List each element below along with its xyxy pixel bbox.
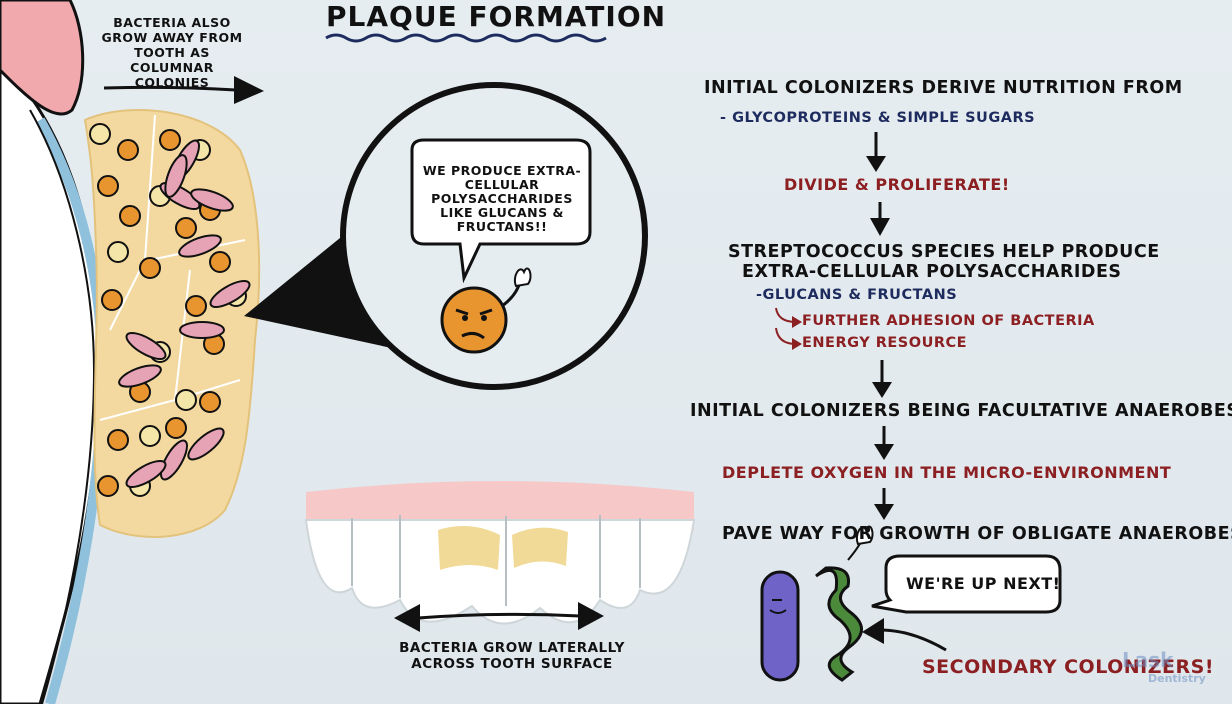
rod-bacterium (125, 332, 167, 360)
flow-step-3-line2: EXTRA-CELLULAR POLYSACCHARIDES (742, 262, 1122, 282)
coccus-bacterium (107, 241, 129, 263)
logo-text: Lask (1122, 648, 1174, 672)
coccus-bacterium (165, 417, 187, 439)
coccus-bacterium (209, 251, 231, 273)
secondary-arrow (879, 628, 947, 652)
coccus-bacterium (97, 475, 119, 497)
rod-bacterium (118, 364, 162, 388)
page-title: PLAQUE FORMATION (326, 0, 667, 33)
up-next-bubble (871, 554, 1062, 614)
flow-step-4: INITIAL COLONIZERS BEING FACULTATIVE ANA… (690, 401, 1232, 421)
plaque-bacteria (89, 123, 251, 497)
flow-step-1-sub: - GLYCOPROTEINS & SIMPLE SUGARS (720, 110, 1036, 126)
rod-bacterium (179, 321, 225, 339)
logo-subtext: Dentistry (1148, 672, 1206, 685)
coccus-bacterium (107, 429, 129, 451)
tooth-cross-section (0, 57, 108, 704)
flow-step-5: DEPLETE OXYGEN IN THE MICRO-ENVIRONMENT (722, 463, 1172, 482)
bacterium-character (440, 267, 532, 354)
secondary-colonizers (760, 525, 874, 682)
rod-bacterium (164, 154, 188, 198)
secondary-colonizers-label: SECONDARY COLONIZERS! (922, 656, 1214, 678)
coccus-bacterium (175, 389, 197, 411)
coccus-bacterium (185, 295, 207, 317)
flow-step-3-branch-2: ENERGY RESOURCE (802, 335, 968, 351)
flow-step-6: PAVE WAY FOR GROWTH OF OBLIGATE ANAEROBE… (722, 524, 1232, 544)
flow-step-1: INITIAL COLONIZERS DERIVE NUTRITION FROM (704, 78, 1183, 98)
up-next-text: WE'RE UP NEXT! (906, 574, 1061, 593)
flow-arrows (775, 132, 894, 520)
teeth-illustration (304, 481, 696, 625)
coccus-bacterium (101, 289, 123, 311)
rod-bacterium (125, 460, 167, 488)
lateral-growth-arrow (394, 602, 604, 632)
speech-bubble-shape (410, 138, 592, 284)
coccus-bacterium (139, 257, 161, 279)
speech-bubble-text: WE PRODUCE EXTRA-CELLULAR POLYSACCHARIDE… (422, 163, 582, 234)
columnar-growth-arrow (103, 76, 264, 104)
flow-step-3-line1: STREPTOCOCCUS SPECIES HELP PRODUCE (728, 242, 1160, 262)
rod-bacterium (187, 427, 225, 461)
columnar-colonies-note: BACTERIA ALSO GROW AWAY FROM TOOTH AS CO… (101, 15, 243, 90)
title-underline (325, 33, 607, 43)
coccus-bacterium (139, 425, 161, 447)
rod-bacterium (190, 188, 234, 212)
coccus-bacterium (119, 205, 141, 227)
flow-step-3-branch-1: FURTHER ADHESION OF BACTERIA (802, 313, 1095, 329)
rod-bacterium (178, 234, 222, 258)
gum-tissue (0, 0, 85, 116)
coccus-bacterium (117, 139, 139, 161)
rod-bacterium (160, 439, 188, 481)
flow-step-2: DIVIDE & PROLIFERATE! (784, 175, 1010, 194)
coccus-bacterium (159, 129, 181, 151)
coccus-bacterium (199, 391, 221, 413)
coccus-bacterium (89, 123, 111, 145)
rod-bacterium (209, 280, 251, 308)
lateral-growth-note: BACTERIA GROW LATERALLY ACROSS TOOTH SUR… (399, 640, 625, 672)
flow-step-3-sub: -GLUCANS & FRUCTANS (756, 287, 958, 303)
brand-logo: Lask Dentistry (1104, 646, 1206, 694)
coccus-bacterium (175, 217, 197, 239)
coccus-bacterium (97, 175, 119, 197)
